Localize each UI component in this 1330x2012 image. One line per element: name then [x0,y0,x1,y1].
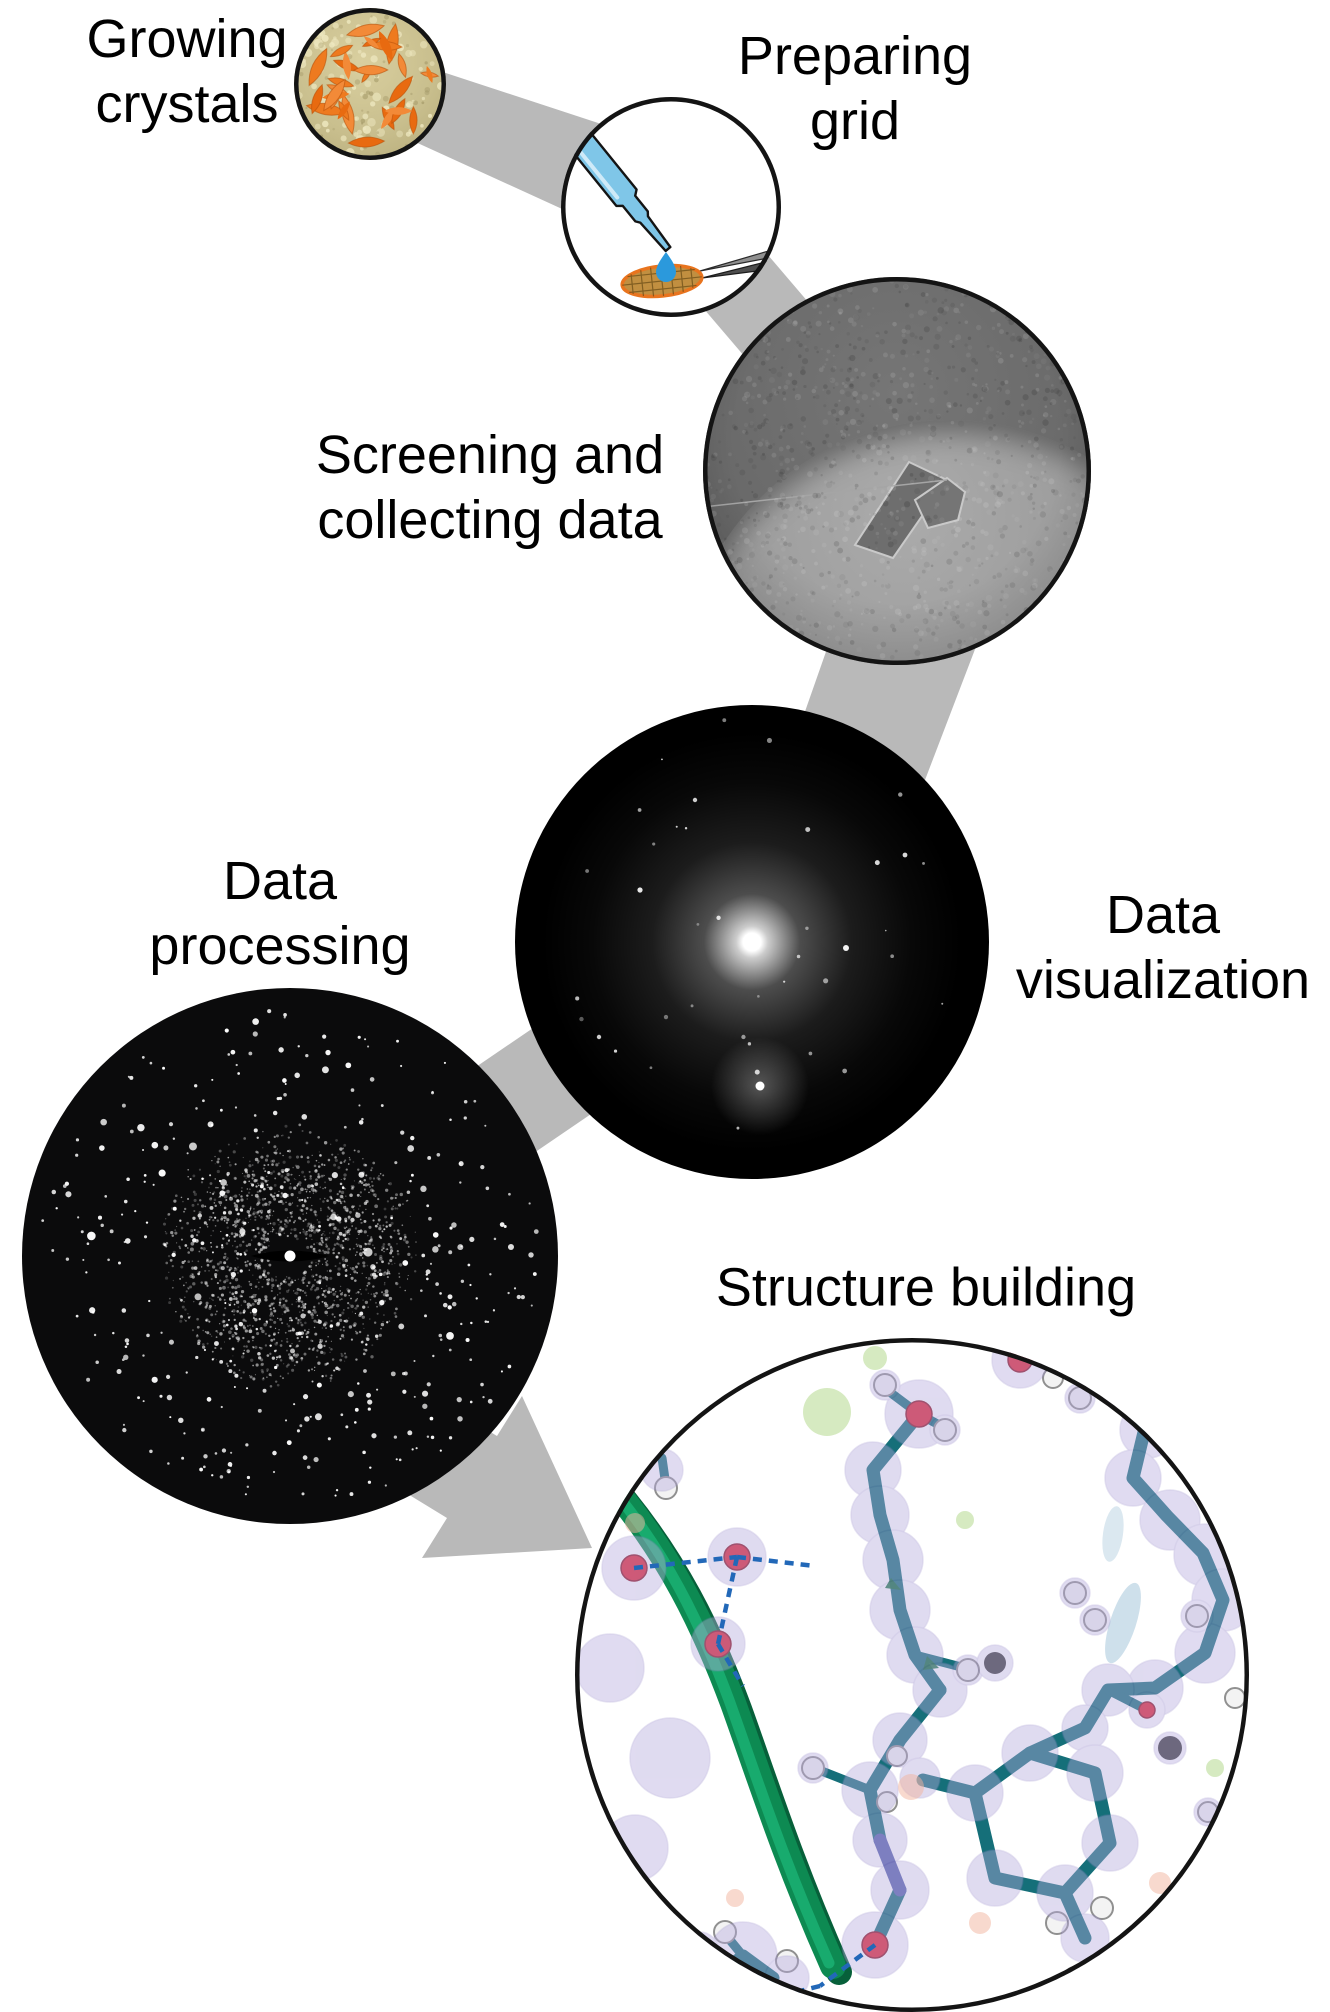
label-line: Data [222,851,338,912]
tem-screening-image [703,277,1091,665]
crystal-icon [368,31,403,61]
label-line: processing [149,916,411,976]
label-screening-collecting: Screening and collecting data [316,423,664,553]
beam-spot [743,933,761,951]
label-data-visualization: Data visualization [1016,883,1310,1013]
label-preparing-grid: Preparing grid [738,24,972,154]
density-map [575,1338,1249,2001]
crystal-icon [329,44,354,58]
crystal-icon [311,83,324,115]
crystal-icon [332,51,362,80]
crystal-icon [409,105,418,135]
label-data-processing: Data processing [149,849,410,979]
crystal-icon [384,97,413,125]
stick-bonds [657,1376,1230,1985]
structure-model-image [575,1338,1249,2012]
label-growing-crystals: Growing crystals [86,7,287,137]
label-line: Preparing [737,26,973,87]
diffraction-pattern-icon [575,718,944,1130]
crystal-icon [397,52,407,79]
crystal-in-hole [703,460,967,560]
carbon-atoms [984,1652,1182,1760]
label-line: crystals [95,74,279,134]
label-line: Screening and [315,425,665,486]
crystal-dish-icon [294,8,446,160]
grid-preparation-image [561,97,781,317]
crystal-icon [308,47,328,87]
crystal-icon [388,75,414,105]
droplet-icon [656,252,676,282]
crystal-icon [352,64,389,76]
diffraction-pattern-image [515,705,989,1179]
crystal-icon [345,23,386,38]
label-line: Structure building [715,1257,1137,1318]
label-line: collecting data [317,490,663,550]
hydrogen-atoms [654,1367,1246,2008]
molecular-model-icon [575,1338,1249,2012]
crystal-icon [419,66,440,84]
pipette-icon [568,130,672,253]
label-line: grid [809,91,901,151]
growing-crystals-image [294,8,446,160]
processed-pattern-icon [41,1009,539,1497]
label-line: visualization [1015,950,1311,1010]
center-spot [284,1250,296,1262]
vignette [703,277,1091,665]
crystal-icon [361,36,382,49]
ribbon [592,1465,852,1985]
label-line: Growing [86,9,288,70]
tem-micrograph-icon [703,278,1088,660]
label-line: Data [1105,885,1221,946]
processed-diffraction-image [22,988,558,1524]
crystal-icon [323,78,346,112]
crystal-icon [347,136,386,148]
crystal-icon [337,99,350,122]
label-structure-building: Structure building [716,1256,1136,1321]
